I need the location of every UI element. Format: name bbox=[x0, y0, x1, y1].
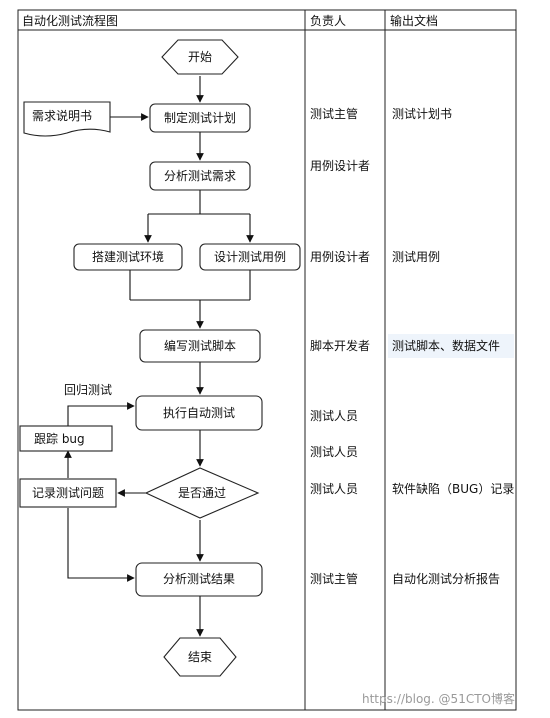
output-design: 测试用例 bbox=[392, 249, 440, 264]
record-issues-label: 记录测试问题 bbox=[32, 485, 104, 500]
header-owner: 负责人 bbox=[310, 14, 346, 28]
table-grid bbox=[17, 9, 517, 711]
output-script-highlight bbox=[388, 334, 514, 358]
design-cases-node: 设计测试用例 bbox=[199, 243, 301, 271]
owner-exec-2: 测试人员 bbox=[310, 444, 358, 459]
execute-tests-node: 执行自动测试 bbox=[135, 395, 263, 431]
pass-decision-label: 是否通过 bbox=[178, 486, 226, 500]
track-bug-label: 跟踪 bug bbox=[34, 432, 85, 446]
analyze-requirements-node: 分析测试需求 bbox=[149, 161, 251, 191]
record-issues-node: 记录测试问题 bbox=[19, 478, 117, 508]
requirements-doc-node: 需求说明书 bbox=[23, 101, 111, 137]
make-plan-node: 制定测试计划 bbox=[149, 103, 251, 133]
header-output: 输出文档 bbox=[390, 13, 438, 28]
owner-script: 脚本开发者 bbox=[310, 338, 370, 353]
build-env-label: 搭建测试环境 bbox=[92, 249, 164, 264]
build-env-node: 搭建测试环境 bbox=[73, 243, 183, 271]
make-plan-label: 制定测试计划 bbox=[164, 110, 236, 125]
owner-plan: 测试主管 bbox=[310, 106, 358, 121]
pass-decision-node: 是否通过 bbox=[144, 467, 260, 519]
execute-tests-label: 执行自动测试 bbox=[163, 405, 235, 420]
owner-exec-1: 测试人员 bbox=[310, 408, 358, 423]
owner-analyze: 用例设计者 bbox=[310, 159, 370, 173]
output-bug: 软件缺陷（BUG）记录 bbox=[392, 481, 514, 496]
end-label: 结束 bbox=[188, 650, 212, 664]
start-label: 开始 bbox=[188, 50, 212, 64]
analyze-results-node: 分析测试结果 bbox=[135, 562, 263, 597]
regression-label: 回归测试 bbox=[64, 382, 112, 397]
analyze-results-label: 分析测试结果 bbox=[163, 571, 235, 586]
owner-exec-3: 测试人员 bbox=[310, 481, 358, 496]
requirements-doc-label: 需求说明书 bbox=[32, 108, 92, 123]
track-bug-node: 跟踪 bug bbox=[19, 425, 113, 452]
end-node: 结束 bbox=[163, 637, 237, 677]
design-cases-label: 设计测试用例 bbox=[214, 249, 286, 264]
owner-report: 测试主管 bbox=[310, 571, 358, 586]
write-scripts-label: 编写测试脚本 bbox=[164, 338, 236, 353]
header-flowchart: 自动化测试流程图 bbox=[22, 13, 118, 28]
watermark: https://blog. @51CTO博客 bbox=[362, 691, 515, 706]
output-script: 测试脚本、数据文件 bbox=[392, 338, 500, 353]
start-node: 开始 bbox=[161, 39, 239, 75]
output-report: 自动化测试分析报告 bbox=[392, 571, 500, 586]
output-plan: 测试计划书 bbox=[392, 106, 452, 121]
analyze-requirements-label: 分析测试需求 bbox=[164, 168, 236, 183]
write-scripts-node: 编写测试脚本 bbox=[139, 329, 261, 363]
connectors bbox=[64, 76, 254, 637]
owner-design: 用例设计者 bbox=[310, 250, 370, 264]
